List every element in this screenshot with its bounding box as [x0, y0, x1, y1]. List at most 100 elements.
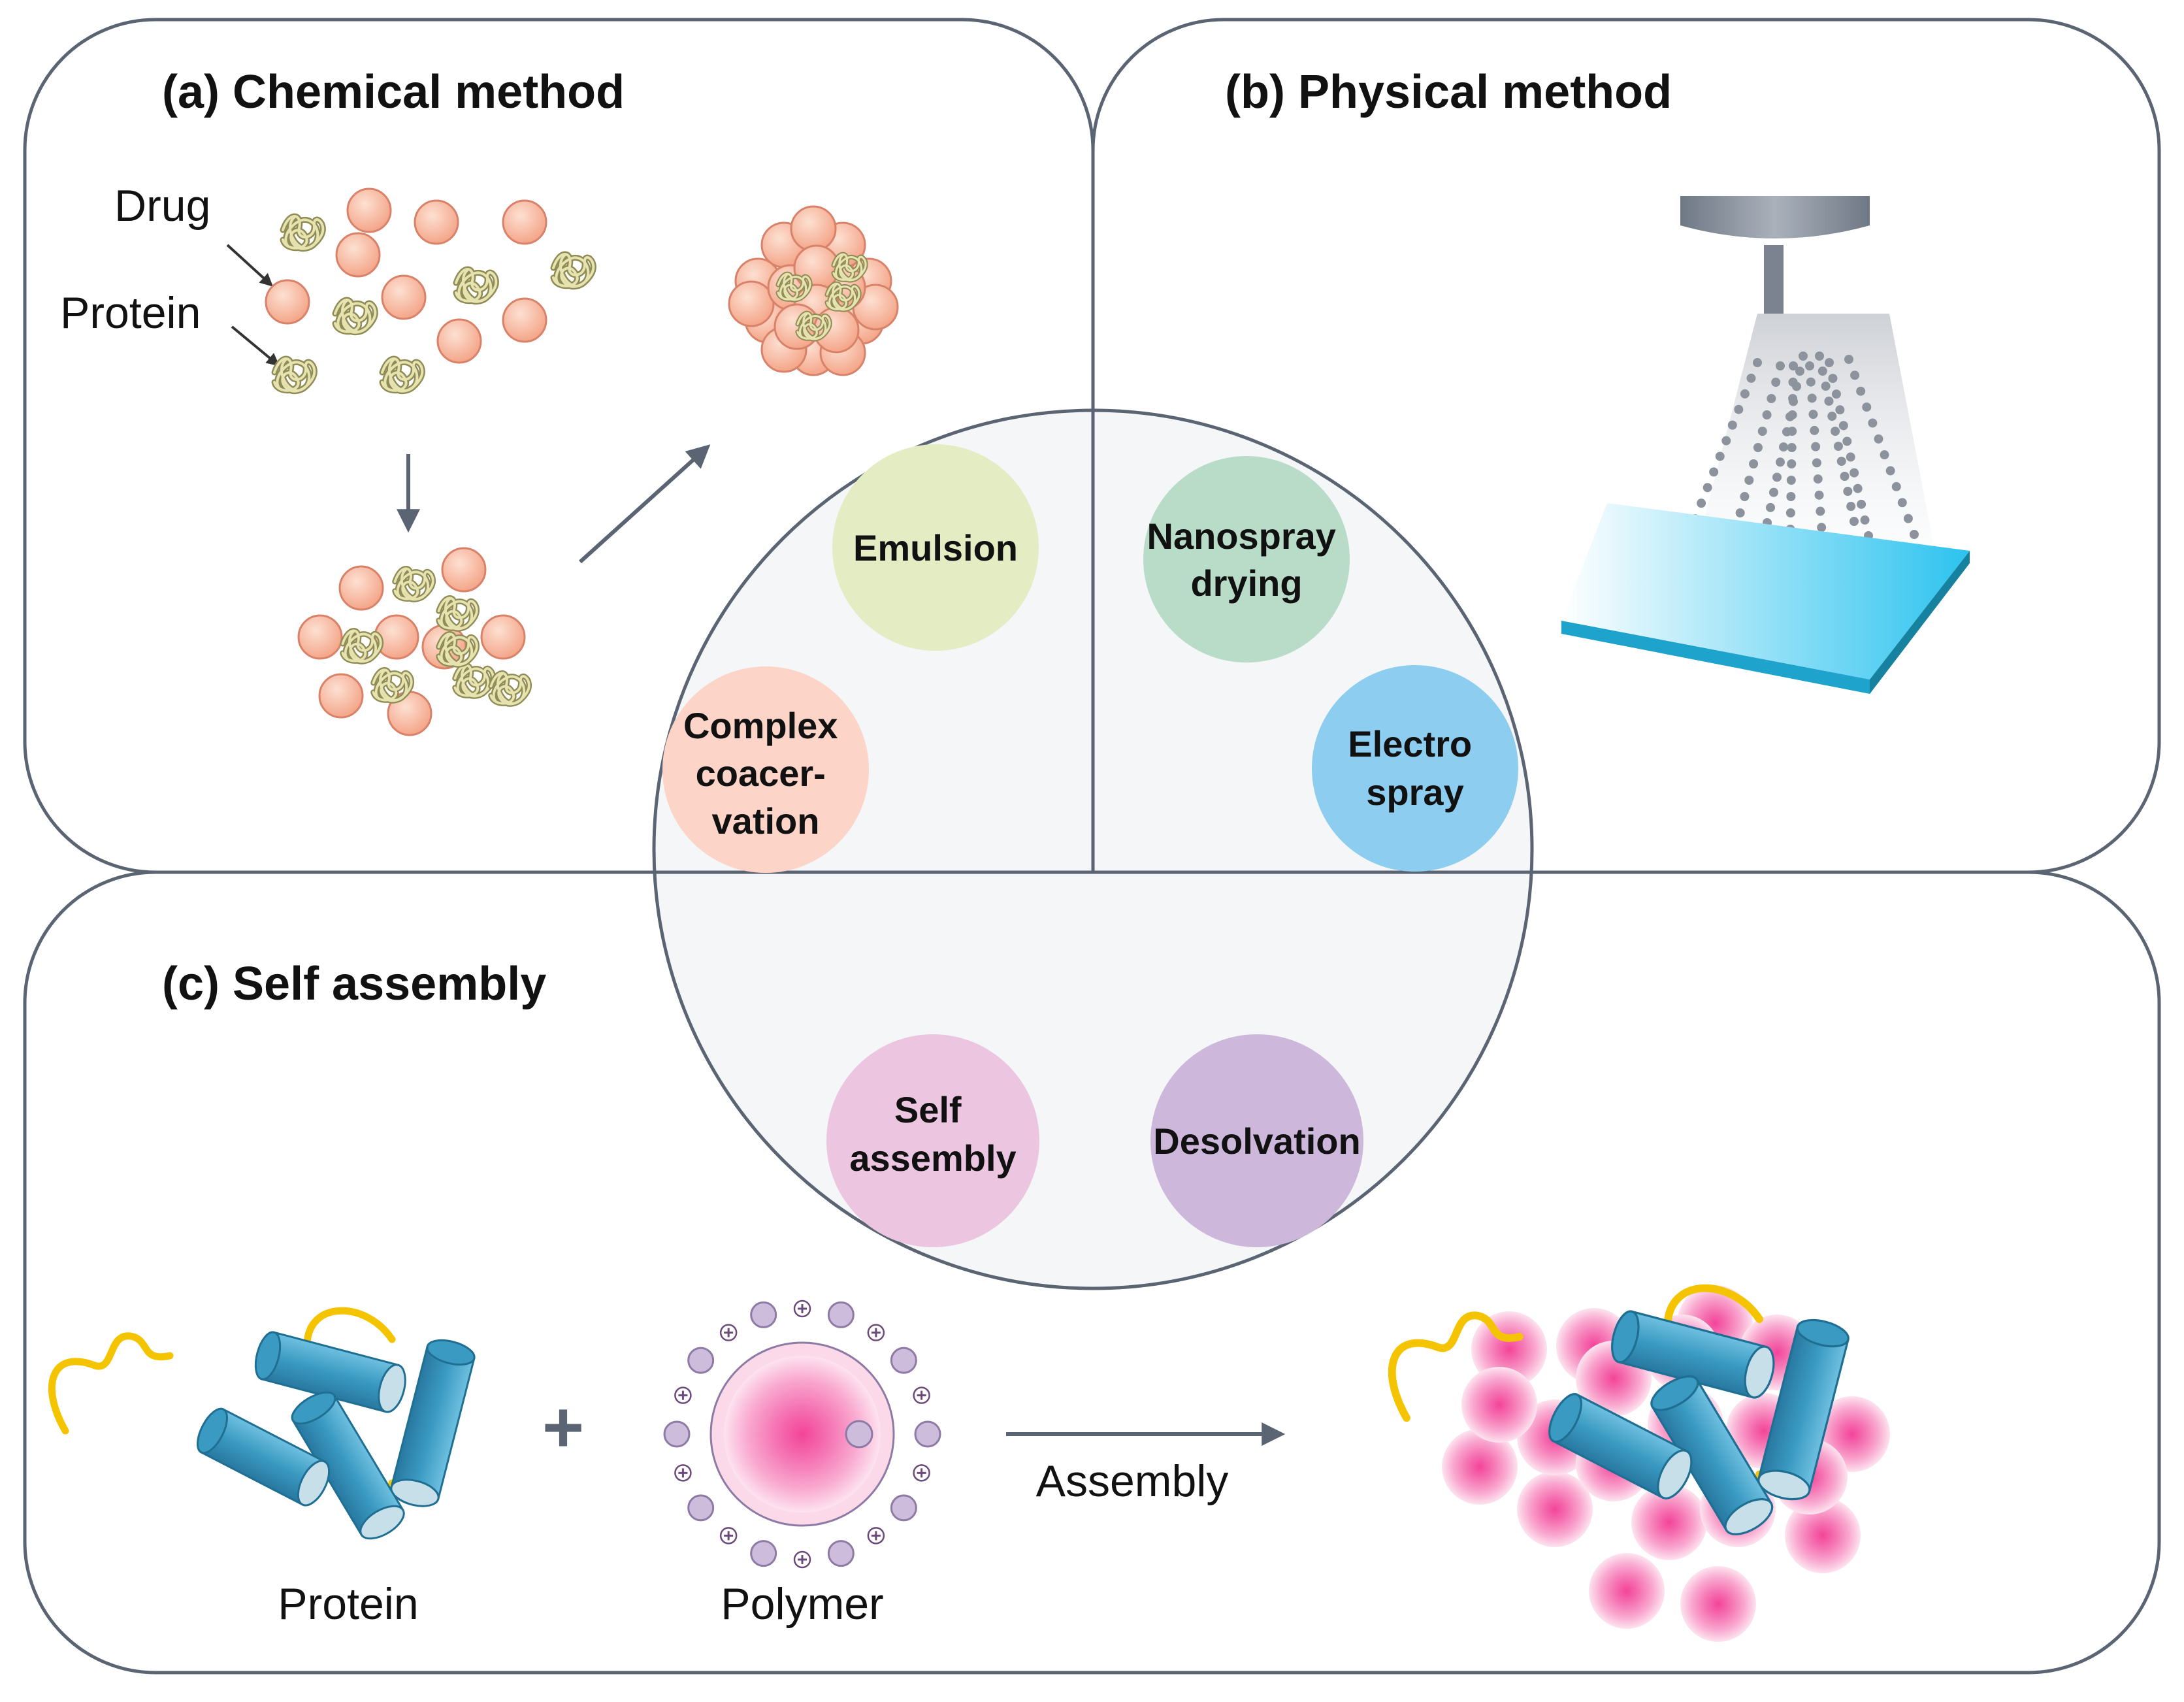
scattered-drugs-and-proteins	[265, 188, 596, 395]
protein-label-chemical: Protein	[60, 288, 201, 338]
spray-droplet	[1857, 499, 1866, 509]
spray-droplet	[1772, 472, 1782, 482]
spray-droplet	[1850, 370, 1860, 380]
plus-sign: +	[542, 1387, 584, 1467]
protein-label-self-assembly: Protein	[278, 1579, 418, 1629]
surface-bead	[687, 1494, 715, 1522]
positive-charge-icon	[719, 1527, 738, 1545]
positive-charge-icon	[867, 1527, 885, 1545]
protein-coil	[392, 566, 436, 602]
positive-charge-icon	[913, 1386, 930, 1404]
positive-charge-icon	[913, 1464, 930, 1482]
drug-sphere	[790, 205, 837, 252]
emulsion-bubble	[832, 444, 1039, 651]
spray-droplet	[1792, 382, 1801, 391]
spray-droplet	[1789, 397, 1798, 406]
spray-droplet	[1787, 443, 1797, 452]
linker-loop	[48, 1332, 174, 1435]
encapsulated-nanoparticle	[728, 205, 899, 376]
spray-droplet	[1740, 492, 1750, 501]
spray-droplet	[1715, 451, 1725, 461]
spray-droplet	[1844, 355, 1853, 364]
spray-droplet	[1785, 412, 1795, 421]
spray-droplet	[1856, 386, 1866, 396]
polymer-nanoparticle	[1517, 1471, 1593, 1547]
spray-droplet	[1817, 523, 1827, 532]
spray-droplet	[1771, 378, 1781, 387]
surface-bead	[750, 1540, 777, 1567]
surface-bead	[890, 1347, 917, 1374]
spray-droplet	[1897, 498, 1907, 508]
protein-coil	[488, 670, 532, 707]
desolvation-label: Desolvation	[1153, 1121, 1360, 1162]
spray-droplet	[1840, 472, 1850, 481]
helix-cylinder	[1548, 1393, 1693, 1499]
spray-droplet	[1795, 367, 1804, 376]
surface-bead	[687, 1347, 715, 1374]
polymer-nanoparticle	[1589, 1553, 1665, 1629]
protein-helix-bundle	[48, 1307, 476, 1540]
protein-coil	[340, 628, 384, 664]
spray-droplet	[1786, 492, 1796, 501]
spray-droplet	[1734, 404, 1744, 414]
spray-droplet	[1806, 377, 1816, 387]
spray-droplet	[1749, 459, 1759, 468]
spray-droplet	[1785, 508, 1795, 517]
desolvation-bubble	[1150, 1034, 1363, 1247]
surface-bead	[663, 1420, 691, 1448]
spray-droplet	[1836, 457, 1846, 466]
complex-coacervation-bubble	[662, 666, 869, 873]
protein-coil	[332, 297, 378, 336]
polymer-nanoparticle	[1785, 1497, 1861, 1573]
helix-cylinder	[254, 1331, 406, 1413]
spray-droplet	[1825, 358, 1834, 367]
self-assembly-method-label: Self assembly	[849, 1089, 1016, 1179]
drug-sphere	[338, 565, 384, 611]
drug-pointer-arrow	[226, 244, 273, 287]
spray-droplet	[1735, 508, 1745, 517]
spray-droplet	[1769, 487, 1778, 497]
spray-droplet	[1787, 459, 1797, 468]
spray-droplet	[1846, 502, 1856, 511]
spray-droplet	[1833, 442, 1843, 451]
spray-droplet	[1746, 373, 1756, 383]
spray-droplet	[1874, 434, 1883, 444]
spray-droplet	[1850, 517, 1859, 526]
spray-droplet	[1709, 467, 1719, 477]
positive-charge-icon	[719, 1324, 738, 1341]
spray-droplet	[1831, 389, 1841, 399]
drug-sphere	[728, 280, 775, 327]
spray-droplet	[1824, 397, 1834, 406]
complex-coacervation-label: Complex coacer- vation	[683, 705, 848, 842]
polymer-nanoparticle	[1631, 1484, 1707, 1560]
polymer-nanoparticle	[1680, 1566, 1756, 1642]
spray-droplet	[1846, 452, 1855, 462]
spray-droplet	[1910, 530, 1919, 539]
spray-droplet	[1799, 352, 1808, 361]
positive-charge-icon	[867, 1324, 885, 1341]
positive-charge-icon	[793, 1300, 811, 1318]
linker-loop	[303, 1307, 396, 1350]
spray-droplet	[1835, 405, 1845, 415]
drug-sphere	[441, 547, 487, 593]
spray-droplet	[1776, 361, 1785, 370]
drug-sphere	[265, 279, 310, 325]
drug-sphere	[318, 673, 364, 719]
polymer-label: Polymer	[721, 1579, 883, 1629]
nanospray-drying-bubble	[1143, 456, 1350, 663]
helix-cylinder	[390, 1339, 476, 1507]
drug-sphere	[502, 297, 547, 343]
linker-loop	[1388, 1311, 1524, 1422]
protein-coil	[831, 252, 868, 283]
spray-droplet	[1814, 490, 1824, 500]
spray-droplet	[1744, 476, 1754, 485]
spray-droplet	[1779, 442, 1788, 452]
protein-coil	[370, 667, 415, 704]
protein-coil	[824, 281, 862, 312]
surface-bead	[845, 1420, 873, 1448]
spray-droplet	[1753, 358, 1762, 367]
protein-coil	[379, 355, 425, 395]
surface-bead	[750, 1301, 777, 1328]
spray-droplet	[1808, 410, 1818, 419]
